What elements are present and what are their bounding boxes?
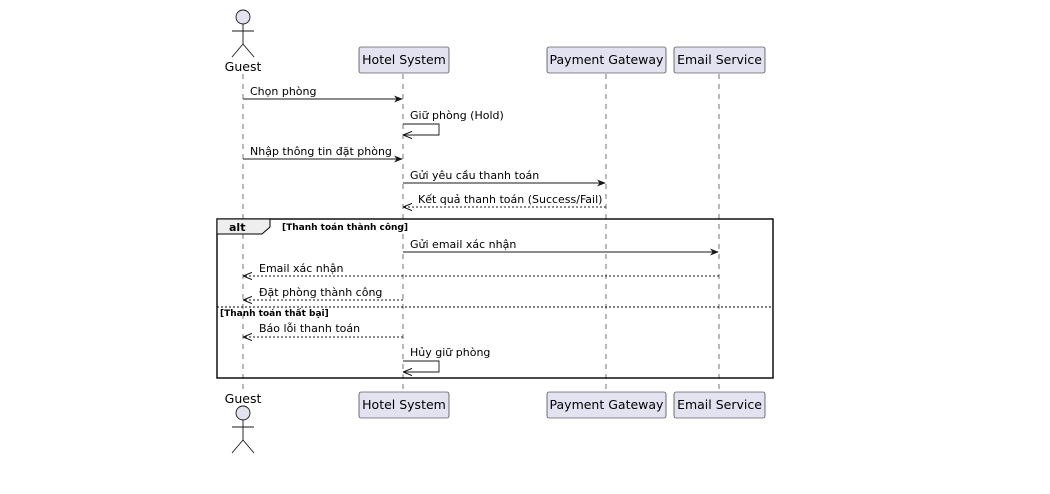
alt-guard-success: [Thanh toán thành công] (282, 222, 408, 233)
participant-hotel-system-top: Hotel System (358, 46, 450, 74)
actor-head (235, 9, 251, 25)
message-payment-request: Gửi yêu cầu thanh toán (403, 169, 606, 187)
svg-text:Gửi email xác nhận: Gửi email xác nhận (410, 238, 516, 251)
message-hold-room: Giữ phòng (Hold) (403, 109, 504, 135)
svg-text:Chọn phòng: Chọn phòng (250, 85, 317, 98)
svg-text:Giữ phòng (Hold): Giữ phòng (Hold) (410, 109, 504, 122)
message-choose-room: Chọn phòng (243, 85, 403, 103)
svg-text:Hotel System: Hotel System (362, 397, 446, 412)
actor-head (235, 405, 251, 421)
alt-guard-fail: [Thanh toán thất bại] (220, 308, 329, 319)
svg-text:Email Service: Email Service (677, 397, 762, 412)
svg-text:Gửi yêu cầu thanh toán: Gửi yêu cầu thanh toán (410, 169, 539, 182)
alt-fragment: alt [Thanh toán thành công] [Thanh toán … (216, 218, 774, 379)
svg-text:Hủy giữ phòng: Hủy giữ phòng (410, 346, 490, 359)
participant-payment-gateway-bottom: Payment Gateway (546, 391, 667, 419)
svg-text:Kết quả thanh toán (Success/Fa: Kết quả thanh toán (Success/Fail) (418, 193, 602, 206)
message-payment-error: Báo lỗi thanh toán (244, 322, 403, 337)
svg-text:Nhập thông tin đặt phòng: Nhập thông tin đặt phòng (250, 145, 392, 158)
actor-guest-top: Guest (225, 9, 262, 74)
participant-label-guest-bottom: Guest (225, 391, 262, 406)
participant-email-service-top: Email Service (673, 46, 766, 74)
participant-label-email-service: Email Service (677, 52, 762, 67)
message-enter-booking-info: Nhập thông tin đặt phòng (243, 145, 403, 163)
participant-hotel-system-bottom: Hotel System (358, 391, 450, 419)
alt-keyword: alt (229, 221, 245, 234)
message-payment-result: Kết quả thanh toán (Success/Fail) (404, 193, 606, 207)
participant-label-guest-top: Guest (225, 59, 262, 74)
participant-email-service-bottom: Email Service (673, 391, 766, 419)
actor-guest-bottom: Guest (225, 391, 262, 454)
svg-text:Payment Gateway: Payment Gateway (550, 397, 665, 412)
svg-text:Đặt phòng thành công: Đặt phòng thành công (259, 286, 382, 299)
participant-label-payment-gateway: Payment Gateway (550, 52, 665, 67)
participant-payment-gateway-top: Payment Gateway (546, 46, 667, 74)
message-send-confirmation-email: Gửi email xác nhận (403, 238, 719, 256)
message-cancel-hold: Hủy giữ phòng (403, 346, 490, 372)
svg-text:Báo lỗi thanh toán: Báo lỗi thanh toán (259, 322, 360, 335)
message-confirmation-email: Email xác nhận (244, 262, 719, 276)
participant-label-hotel-system: Hotel System (362, 52, 446, 67)
svg-text:Email xác nhận: Email xác nhận (259, 262, 343, 275)
message-booking-success: Đặt phòng thành công (244, 286, 403, 300)
